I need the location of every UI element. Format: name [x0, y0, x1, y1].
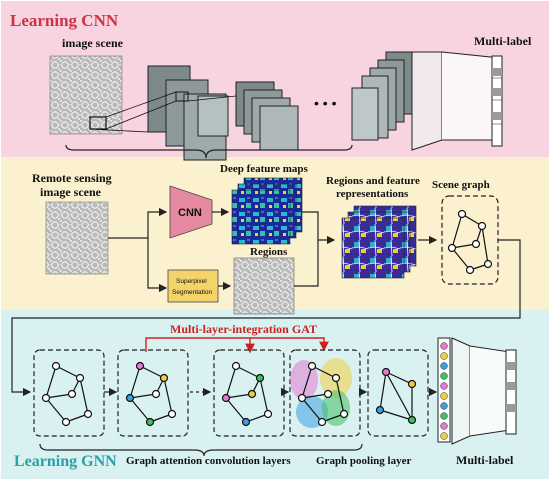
- gnn-pooled-graph-stage: [367, 349, 429, 437]
- gnn-pooling-stage: [289, 349, 361, 437]
- scene-graph-label: Scene graph: [432, 179, 490, 191]
- bottom-brace: [39, 443, 363, 457]
- pooling-label: Graph pooling layer: [316, 455, 411, 467]
- ellipsis: • • •: [314, 95, 337, 111]
- region-feature-stack-icon: [341, 205, 417, 279]
- superpixel-regions-icon: [233, 257, 295, 315]
- top-multilabel-label: Multi-label: [474, 34, 532, 48]
- superpixel-label-line2: Segmentation: [172, 289, 212, 296]
- gat-bracket: [145, 337, 329, 352]
- gnn-title: Learning GNN: [14, 453, 117, 470]
- gnn-graph-stage-3: [213, 349, 285, 437]
- region-repr-label-line2: representations: [336, 188, 409, 200]
- top-brace: [65, 144, 353, 159]
- cnn-trapezoid-icon: [169, 185, 213, 239]
- gnn-fc-layer: [451, 337, 511, 445]
- superpixel-segmentation-block: [167, 269, 219, 303]
- gat-label: Multi-layer-integration GAT: [170, 322, 317, 336]
- input-label-line1: Remote sensing: [32, 171, 112, 185]
- regions-label: Regions: [250, 246, 288, 258]
- scene-to-gnn-connector: [11, 239, 521, 397]
- image-scene-label: image scene: [62, 36, 124, 50]
- feature-map-stack-1: [147, 65, 229, 161]
- bottom-multilabel-label: Multi-label: [456, 453, 514, 467]
- gnn-multilabel-vector-icon: [505, 349, 517, 435]
- fc-layer: [411, 51, 501, 151]
- multilabel-vector-icon: [491, 55, 503, 147]
- lace-image-icon: [49, 55, 123, 135]
- cnn-block-label: CNN: [178, 207, 202, 219]
- gnn-graph-stage-1: [33, 349, 105, 437]
- scene-graph-icon: [447, 209, 493, 275]
- superpixel-label-line1: Superpixel: [176, 278, 207, 285]
- gnn-graph-stage-2: [117, 349, 189, 437]
- input-label-line2: image scene: [40, 185, 102, 199]
- feature-map-stack-2: [235, 81, 299, 151]
- deep-feature-maps-label: Deep feature maps: [220, 163, 308, 175]
- region-repr-label-line1: Regions and feature: [326, 175, 420, 187]
- conv-layers-label: Graph attention convolution layers: [126, 455, 291, 467]
- receptive-field-box: [89, 116, 107, 130]
- gnn-output-vector-icon: [437, 337, 451, 443]
- kernel-box: [175, 91, 189, 102]
- cnn-title: Learning CNN: [10, 11, 119, 30]
- deep-feature-maps-icon: [231, 177, 303, 245]
- remote-sensing-image-icon: [45, 201, 109, 275]
- feature-map-stack-3: [351, 51, 413, 141]
